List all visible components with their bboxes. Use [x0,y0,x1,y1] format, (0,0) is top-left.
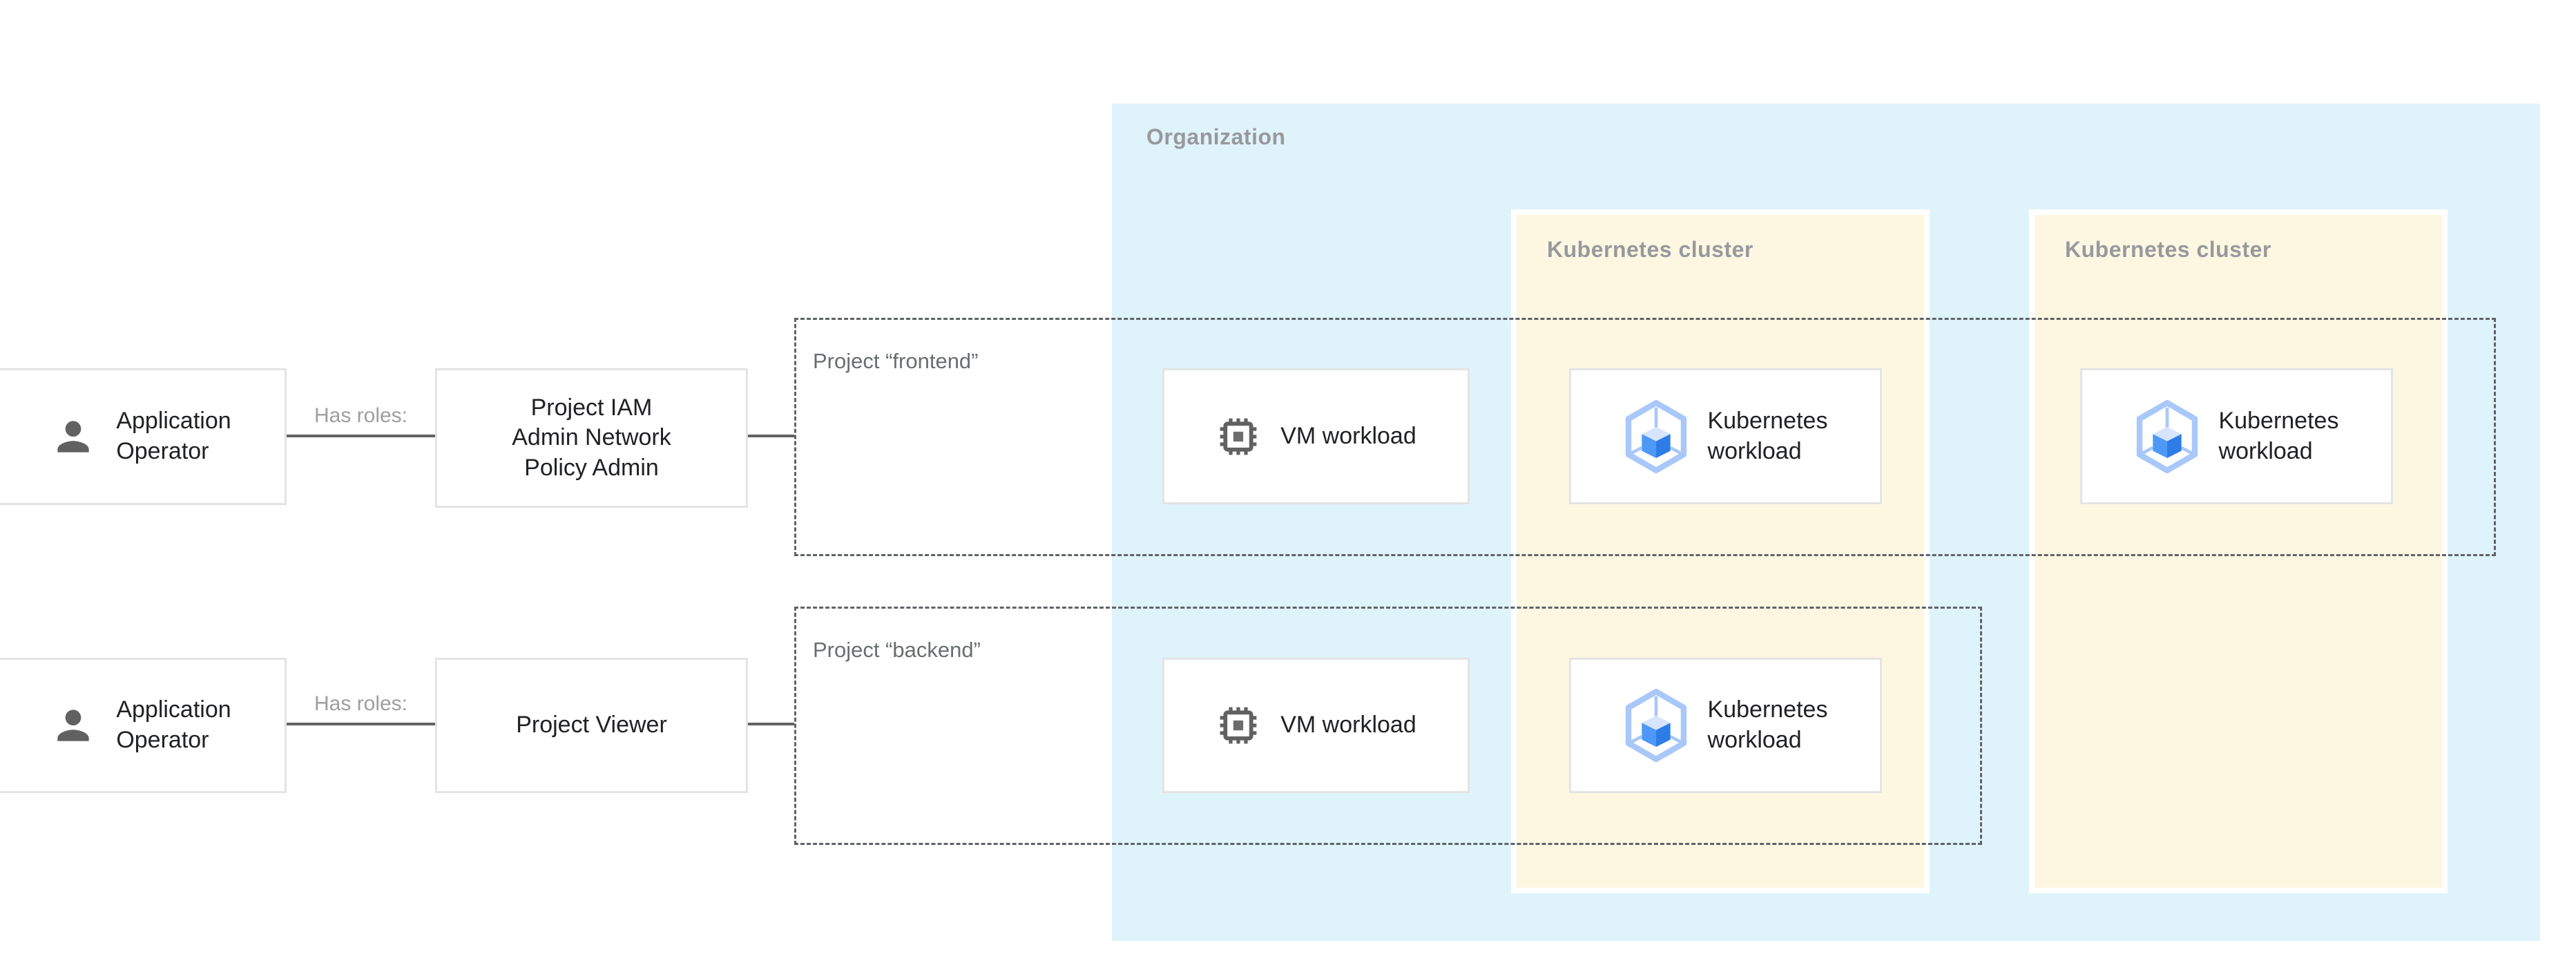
kubernetes-workload-node-cluster1-backend: Kubernetes workload [1569,658,1882,793]
kubernetes-cluster-left-label: Kubernetes cluster [1547,237,1753,262]
gke-hexagon-icon [2136,399,2198,473]
connector-role1-frontend [748,435,794,437]
role-label-project-iam-admin: Project IAM Admin Network Policy Admin [512,394,671,481]
application-operator-label-2: Application Operator [116,696,231,753]
kubernetes-workload-node-cluster1-frontend: Kubernetes workload [1569,368,1882,504]
kubernetes-cluster-right: Kubernetes cluster [2029,209,2448,893]
connector-actor1-role1 [287,435,435,437]
person-icon [57,710,89,741]
project-backend-boundary: Project “backend” [794,607,1982,845]
gke-hexagon-icon [1625,688,1686,763]
kubernetes-workload-label: Kubernetes workload [1707,696,1828,753]
project-backend-label: Project “backend” [813,638,981,662]
role-label-project-viewer: Project Viewer [516,712,667,739]
kubernetes-cluster-right-label: Kubernetes cluster [2065,237,2271,262]
has-roles-label-1: Has roles: [314,404,408,427]
vm-workload-label: VM workload [1280,712,1416,739]
connector-actor2-role2 [287,723,435,725]
vm-chip-icon [1220,418,1257,455]
has-roles-label-2: Has roles: [314,692,408,715]
vm-workload-node-backend: VM workload [1162,658,1470,793]
kubernetes-workload-node-cluster2-frontend: Kubernetes workload [2080,368,2393,504]
project-frontend-boundary: Project “frontend” [794,318,2496,556]
gke-hexagon-icon [1625,399,1686,473]
connector-role2-backend [748,723,794,725]
vm-workload-node-frontend: VM workload [1162,368,1470,504]
person-icon [57,421,89,453]
application-operator-node-1: Application Operator [0,368,287,505]
role-node-project-viewer: Project Viewer [435,658,748,793]
application-operator-label-1: Application Operator [116,408,231,464]
kubernetes-workload-label: Kubernetes workload [1707,407,1828,464]
role-node-project-iam-admin: Project IAM Admin Network Policy Admin [435,368,748,508]
vm-workload-label: VM workload [1280,422,1416,449]
kubernetes-workload-label: Kubernetes workload [2218,407,2339,464]
application-operator-node-2: Application Operator [0,658,287,793]
organization-label: Organization [1146,124,1286,149]
vm-chip-icon [1220,707,1257,744]
project-frontend-label: Project “frontend” [813,349,979,373]
